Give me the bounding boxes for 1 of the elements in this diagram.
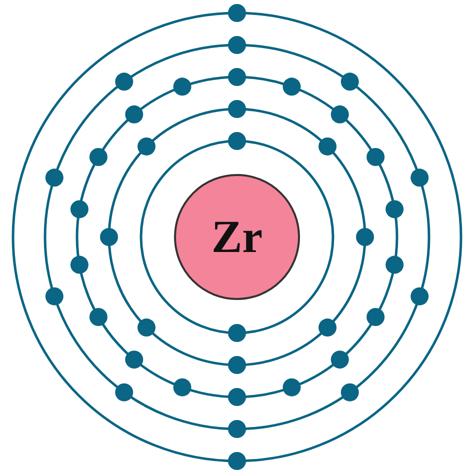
element-symbol: Zr bbox=[211, 214, 263, 260]
